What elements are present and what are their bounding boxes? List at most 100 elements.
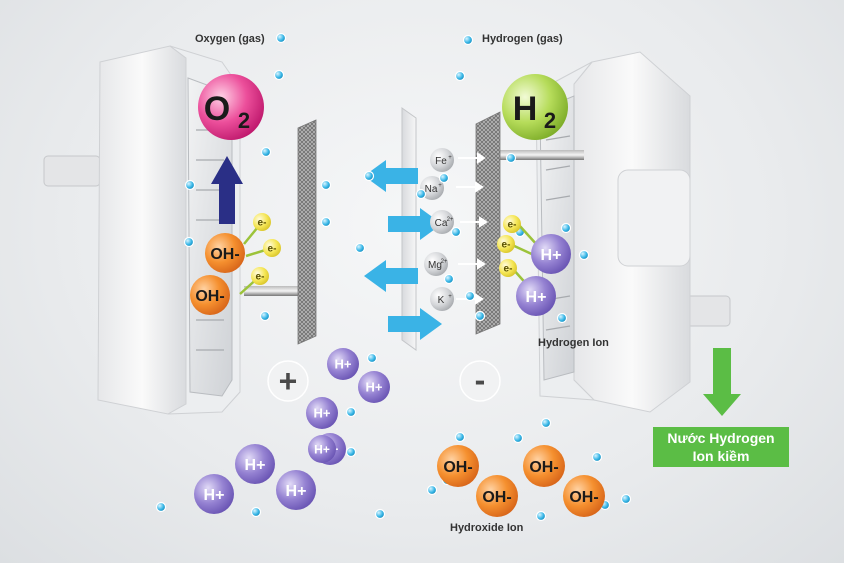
- o2-symbol: O: [204, 90, 230, 128]
- hydrogen-ion-label: H+: [366, 380, 383, 395]
- minus-sign: -: [475, 362, 486, 398]
- water-dot: [438, 172, 450, 184]
- hydrogen-ion-label: H+: [245, 457, 266, 474]
- water-dot: [155, 501, 167, 513]
- water-dot: [540, 417, 552, 429]
- hydroxide-ion-label: OH-: [529, 459, 558, 476]
- arrow-right-icon: [388, 208, 442, 240]
- cathode-sign: -: [459, 360, 501, 402]
- hydroxide-ion-label: Hydroxide Ion: [450, 522, 524, 534]
- water-dot: [505, 152, 517, 164]
- hydroxide-ion: OH-: [476, 475, 518, 517]
- water-dot: [578, 249, 590, 261]
- water-dot: [259, 310, 271, 322]
- hydroxide-ion: OH-: [437, 445, 479, 487]
- electron: e-: [503, 215, 521, 233]
- cathode-hydrogen-ion: H+: [531, 234, 571, 274]
- electron: e-: [499, 259, 517, 277]
- mineral-symbol: Mg: [428, 260, 442, 271]
- hydrogen-molecule: H 2: [502, 74, 568, 140]
- water-dot: [363, 170, 375, 182]
- mineral-symbol: Na: [425, 184, 438, 195]
- mineral-mg: Mg2+: [424, 252, 448, 276]
- water-dot: [474, 310, 486, 322]
- mineral-charge: +: [448, 294, 452, 300]
- water-dot: [454, 431, 466, 443]
- water-dot: [183, 236, 195, 248]
- water-dot: [443, 273, 455, 285]
- plus-sign: +: [279, 363, 298, 399]
- water-dot: [354, 242, 366, 254]
- water-dot: [320, 216, 332, 228]
- hydrogen-ion-label: Hydrogen Ion: [538, 337, 609, 349]
- electron: e-: [263, 239, 281, 257]
- o2-subscript: 2: [238, 108, 250, 133]
- arrow-left-icon: [364, 260, 418, 292]
- hydrogen-ion-label: H+: [314, 406, 331, 421]
- hydrogen-ion: H+: [306, 397, 338, 429]
- water-dot: [426, 484, 438, 496]
- hydroxide-ion-label: OH-: [482, 489, 511, 506]
- hydrogen-gas-label: Hydrogen (gas): [482, 33, 563, 45]
- water-dot: [462, 34, 474, 46]
- water-dot: [366, 352, 378, 364]
- mineral-charge: +: [438, 183, 442, 189]
- electron-label: e-: [258, 218, 267, 229]
- result-line-2: Ion kiềm: [692, 448, 750, 464]
- cathode-hydrogen-ion-label: H+: [541, 247, 562, 264]
- oxygen-gas-label: Oxygen (gas): [195, 33, 265, 45]
- hydrogen-ion: H+: [358, 371, 390, 403]
- water-dot: [535, 510, 547, 522]
- arrow-left-icon: [364, 160, 418, 192]
- water-dot: [374, 508, 386, 520]
- alkaline-water-box: Nước Hydrogen Ion kiềm: [653, 427, 789, 467]
- arrow-up-icon: [211, 156, 243, 224]
- mineral-symbol: K: [438, 295, 445, 306]
- arrow-down-icon: [703, 348, 741, 416]
- water-dot: [250, 506, 262, 518]
- hydroxide-ion: OH-: [523, 445, 565, 487]
- anode-hydroxide-ion-label: OH-: [195, 288, 224, 305]
- anode-hydroxide-ion: OH-: [190, 275, 230, 315]
- result-line-1: Nước Hydrogen: [667, 430, 775, 446]
- anode-hydroxide-ion-label: OH-: [210, 246, 239, 263]
- water-dot: [556, 312, 568, 324]
- water-dot: [450, 226, 462, 238]
- anode-reactions: e-e-e- OH- OH-: [190, 213, 281, 315]
- mineral-symbol: Fe: [435, 156, 447, 167]
- h2-subscript: 2: [544, 108, 556, 133]
- water-dot: [184, 179, 196, 191]
- mineral-symbol: Ca: [435, 218, 448, 229]
- mineral-fe: Fe+: [430, 148, 454, 172]
- mineral-charge: 2+: [441, 259, 448, 265]
- water-dot: [260, 146, 272, 158]
- mineral-charge: 2+: [447, 217, 454, 223]
- water-dot: [275, 32, 287, 44]
- electron-label: e-: [502, 240, 511, 251]
- electron-label: e-: [268, 244, 277, 255]
- electron-label: e-: [504, 264, 513, 275]
- water-dot: [512, 432, 524, 444]
- mineral-k: K+: [430, 287, 454, 311]
- oxygen-molecule: O 2: [198, 74, 264, 140]
- hydrogen-ion: H+: [308, 435, 336, 463]
- water-dot: [345, 446, 357, 458]
- electron: e-: [253, 213, 271, 231]
- hydrogen-ion: H+: [327, 348, 359, 380]
- cathode-hydrogen-ion: H+: [516, 276, 556, 316]
- water-dot: [560, 222, 572, 234]
- flow-arrows: [364, 160, 442, 340]
- water-dot: [464, 290, 476, 302]
- water-dot: [591, 451, 603, 463]
- cathode-reactions: H+ H+ e-e-e-: [497, 215, 571, 316]
- water-dot: [620, 493, 632, 505]
- anode-hydroxide-ion: OH-: [205, 233, 245, 273]
- electron-label: e-: [256, 272, 265, 283]
- electron-label: e-: [508, 220, 517, 231]
- electron: e-: [497, 235, 515, 253]
- water-dot: [320, 179, 332, 191]
- water-dot: [273, 69, 285, 81]
